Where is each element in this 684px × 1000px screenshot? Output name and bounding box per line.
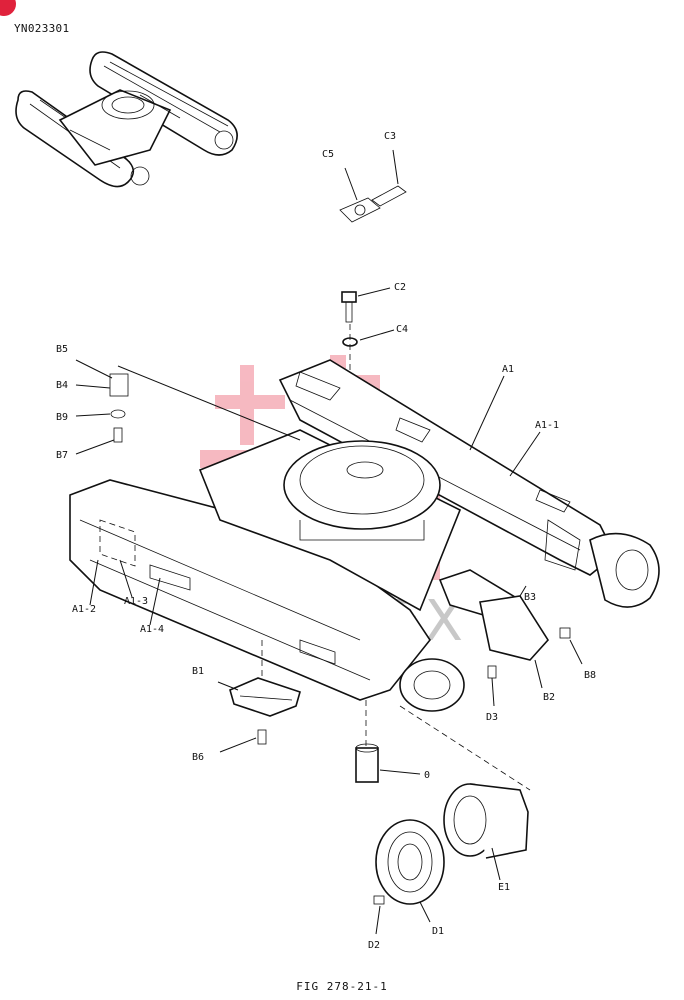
label-d2: D2	[368, 940, 380, 951]
swivel-joint-o	[355, 700, 421, 783]
label-a1-2: A1-2	[72, 604, 96, 615]
main-frame-a1	[69, 359, 660, 712]
label-a1-4: A1-4	[140, 624, 164, 635]
label-c5: C5	[322, 149, 334, 160]
figure-caption: FIG 278-21-1	[296, 980, 388, 993]
drawing-code: YN023301	[14, 22, 70, 35]
label-d1: D1	[432, 926, 444, 937]
label-o: 0	[424, 770, 430, 781]
label-b6: B6	[192, 752, 204, 763]
label-a1: A1	[502, 364, 514, 375]
label-c4: C4	[396, 324, 408, 335]
label-b5: B5	[56, 344, 68, 355]
label-b3: B3	[524, 592, 536, 603]
label-e1: E1	[498, 882, 510, 893]
label-b9: B9	[56, 412, 68, 423]
label-a1-3: A1-3	[124, 596, 148, 607]
hardware-b4-b9-b7	[75, 359, 301, 455]
sprocket-d1	[373, 819, 445, 935]
part-c5-c3	[339, 149, 407, 223]
label-b7: B7	[56, 450, 68, 461]
bracket-b1	[217, 640, 301, 753]
label-b8: B8	[584, 670, 596, 681]
label-d3: D3	[486, 712, 498, 723]
label-b4: B4	[56, 380, 68, 391]
side-covers-b2-b3	[438, 519, 581, 661]
bolts-d3-b8	[487, 585, 583, 707]
travel-motor-e1	[399, 705, 531, 881]
label-a1-1: A1-1	[535, 420, 559, 431]
undercarriage-thumbnail	[15, 51, 238, 188]
label-c2: C2	[394, 282, 406, 293]
leader-lines	[89, 375, 541, 626]
label-c3: C3	[384, 131, 396, 142]
label-b1: B1	[192, 666, 204, 677]
label-b2: B2	[543, 692, 555, 703]
corner-badge	[0, 0, 16, 16]
